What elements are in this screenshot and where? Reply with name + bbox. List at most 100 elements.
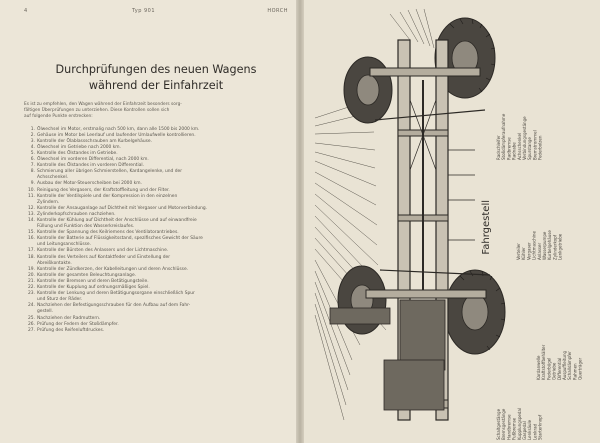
title-line-1: Durchprüfungen des neuen Wagens (55, 63, 257, 76)
checklist-item: 11.Kontrolle der Ventilspiele und der Ko… (24, 194, 288, 206)
checklist-item: 24.Nachziehen der Befestigungsschrauben … (24, 303, 288, 315)
checklist-item: 26.Prüfung der Federn der Stoßdämpfer. (24, 322, 288, 328)
checklist-item-text: Kontrolle der Lenkung und deren Betätigu… (37, 291, 195, 303)
book-gutter (296, 0, 304, 443)
checklist-item-number: 25. (28, 315, 35, 321)
checklist-item-text: Kontrolle der Ansauganlage auf Dichtheit… (37, 205, 208, 211)
checklist-item: 19.Kontrolle der Zündkerzen, der Kabelle… (24, 267, 288, 273)
checklist-item: 12.Kontrolle der Ansauganlage auf Dichth… (24, 206, 288, 212)
checklist-item: 25.Nachziehen der Radmuttern. (24, 316, 288, 322)
checklist-item: 15.Kontrolle der Spannung des Keilriemen… (24, 230, 288, 236)
checklist-item-text: Kontrolle des Ölstandes im vorderen Diff… (37, 163, 145, 169)
checklist-item: 18.Kontrolle des Verteilers auf Kontaktf… (24, 255, 288, 267)
chassis-illustration (314, 8, 506, 421)
page-header: 4 Typ 901 HORCH (24, 8, 288, 18)
checklist-item: 21.Kontrolle der Bremsen und deren Betät… (24, 279, 288, 285)
checklist-item: 5.Kontrolle des Ölstandes im Getriebe. (24, 151, 288, 157)
page-number: 4 (24, 8, 28, 14)
chassis-part-label: Starterknopf (537, 414, 543, 440)
checklist-item: 14.Kontrolle der Kühlung auf Dichtheit d… (24, 218, 288, 230)
checklist-item: 17.Kontrolle der Bürsten des Anlassers u… (24, 248, 288, 254)
chassis-part-label: Querträger (577, 357, 583, 380)
checklist-item: 6.Ölwechsel im vorderen Differential, na… (24, 157, 288, 163)
checklist-item-text: Kontrolle der Bürsten des Anlassers und … (37, 248, 169, 254)
checklist-item-text: Ölwechsel im Motor, erstmalig nach 500 k… (37, 126, 200, 132)
checklist-item-number: 18. (28, 254, 35, 260)
checklist-item-number: 9. (30, 181, 35, 187)
checklist-item-number: 23. (28, 291, 35, 297)
checklist-item: 7.Kontrolle des Ölstandes im vorderen Di… (24, 163, 288, 169)
checklist-item-number: 26. (28, 321, 35, 327)
checklist-item-text: Kontrolle der Ventilspiele und der Kompr… (37, 193, 178, 205)
type-label: Typ 901 (132, 8, 156, 14)
checklist-item-text: Prüfung der Federn der Stoßdämpfer. (37, 321, 119, 327)
checklist-item-text: Schmierung aller übrigen Schmierstellen,… (37, 169, 183, 181)
checklist-item-number: 7. (30, 163, 35, 169)
intro-paragraph: Es ist zu empfehlen, den Wagen während d… (24, 102, 182, 120)
checklist-item-text: Nachziehen der Radmuttern. (37, 315, 101, 321)
checklist-item-text: Kontrolle der Spannung des Keilriemens d… (37, 230, 179, 236)
checklist-item-number: 22. (28, 285, 35, 291)
checklist-item-number: 6. (30, 157, 35, 163)
checklist-item-text: Kontrolle der Bremsen und deren Betätigu… (37, 278, 149, 284)
checklist-item-number: 10. (28, 187, 35, 193)
checklist-item: 27.Prüfung des Reifenluftdruckes. (24, 328, 288, 334)
checklist-item-text: Kontrolle der Kühlung auf Dichtheit der … (37, 218, 197, 230)
checklist-item-text: Gehäuse im Motor bei Leerlauf und laufen… (37, 132, 196, 138)
checklist-item-text: Ölwechsel im vorderen Differential, nach… (37, 157, 149, 163)
checklist-item-text: Kontrolle der Ölablassschrauben am Kurbe… (37, 138, 152, 144)
checklist-item-text: Ölwechsel im Getriebe nach 2000 km. (37, 144, 121, 150)
chassis-heading: Fahrgestell (481, 200, 492, 255)
checklist-item-number: 4. (30, 144, 35, 150)
checklist-item-number: 21. (28, 278, 35, 284)
checklist-item-number: 20. (28, 272, 35, 278)
checklist-item-text: Reinigung des Vergasers, der Kraftstoffl… (37, 187, 170, 193)
title-line-2: während der Einfahrzeit (88, 79, 224, 92)
checklist-item: 16.Kontrolle der Batterie auf Flüssigkei… (24, 236, 288, 248)
checklist-item: 3.Kontrolle der Ölablassschrauben am Kur… (24, 139, 288, 145)
checklist-item: 2.Gehäuse im Motor bei Leerlauf und lauf… (24, 133, 288, 139)
checklist-item-text: Kontrolle der Batterie auf Flüssigkeitss… (37, 236, 203, 248)
checklist-item-number: 11. (28, 193, 35, 199)
brand-label: HORCH (267, 8, 288, 14)
checklist-item-number: 27. (28, 327, 35, 333)
left-page: 4 Typ 901 HORCH Durchprüfungen des neuen… (0, 0, 300, 443)
checklist-item-text: Nachziehen der Befestigungsschrauben für… (37, 303, 191, 315)
checklist-item-number: 12. (28, 205, 35, 211)
checklist: 1.Ölwechsel im Motor, erstmalig nach 500… (24, 127, 288, 334)
checklist-item-number: 5. (30, 150, 35, 156)
checklist-item-number: 2. (30, 132, 35, 138)
checklist-item-number: 8. (30, 169, 35, 175)
checklist-item-number: 3. (30, 138, 35, 144)
checklist-item: 9.Ausbau der Motor-Steuerscheiben bei 20… (24, 181, 288, 187)
checklist-item: 22.Kontrolle der Kupplung auf ordnungsmä… (24, 285, 288, 291)
checklist-item-text: Zylinderkopfschrauben nachziehen. (37, 211, 116, 217)
checklist-item: 13.Zylinderkopfschrauben nachziehen. (24, 212, 288, 218)
checklist-item: 8.Schmierung aller übrigen Schmierstelle… (24, 169, 288, 181)
checklist-item-text: Kontrolle der gesamten Beleuchtungsanlag… (37, 272, 137, 278)
checklist-item-number: 14. (28, 218, 35, 224)
checklist-item-text: Ausbau der Motor-Steuerscheiben bei 2000… (37, 181, 142, 187)
checklist-item-number: 24. (28, 303, 35, 309)
checklist-item-number: 1. (30, 126, 35, 132)
checklist-item-text: Kontrolle der Zündkerzen, der Kabelleitu… (37, 266, 189, 272)
checklist-item: 23.Kontrolle der Lenkung und deren Betät… (24, 291, 288, 303)
checklist-item: 10.Reinigung des Vergasers, der Kraftsto… (24, 188, 288, 194)
checklist-item: 1.Ölwechsel im Motor, erstmalig nach 500… (24, 127, 288, 133)
checklist-item-text: Kontrolle des Ölstandes im Getriebe. (37, 150, 118, 156)
checklist-item: 4.Ölwechsel im Getriebe nach 2000 km. (24, 145, 288, 151)
chassis-part-label: Lenkgetriebe (557, 233, 563, 260)
checklist-item-number: 17. (28, 248, 35, 254)
checklist-item-text: Kontrolle des Verteilers auf Kontaktfede… (37, 254, 171, 266)
page-title: Durchprüfungen des neuen Wagens während … (24, 62, 288, 94)
checklist-item-number: 13. (28, 211, 35, 217)
checklist-item-number: 16. (28, 236, 35, 242)
checklist-item: 20.Kontrolle der gesamten Beleuchtungsan… (24, 273, 288, 279)
checklist-item-number: 19. (28, 266, 35, 272)
checklist-item-text: Prüfung des Reifenluftdruckes. (37, 327, 105, 333)
checklist-item-number: 15. (28, 230, 35, 236)
